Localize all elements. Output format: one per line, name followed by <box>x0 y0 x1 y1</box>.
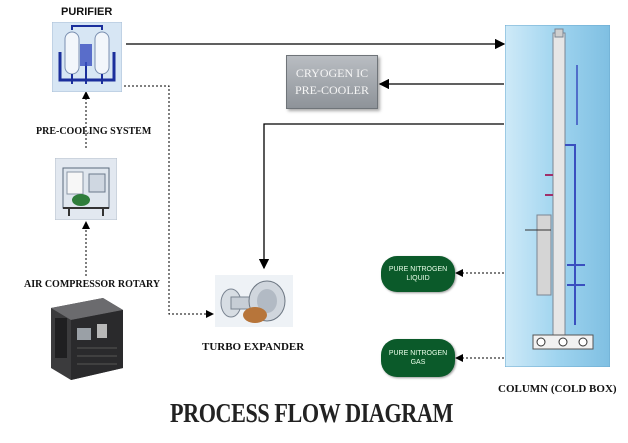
purifier-label: PURIFIER <box>61 6 113 18</box>
pure-nitrogen-gas-node: PURE NITROGEN GAS <box>381 339 455 377</box>
cryogenic-pre-cooler-box: CRYOGEN IC PRE-COOLER <box>286 55 378 109</box>
diagram-title: PROCESS FLOW DIAGRAM <box>170 398 453 428</box>
pre-cooling-icon <box>55 158 117 220</box>
turbo-expander-label: TURBO EXPANDER <box>202 341 305 353</box>
arrow-purifier-to-turbo <box>120 85 214 318</box>
pure-nitrogen-liquid-node: PURE NITROGEN LIQUID <box>381 256 455 292</box>
arrow-column-to-turbo <box>258 123 504 270</box>
air-compressor-label: AIR COMPRESSOR ROTARY <box>24 279 161 290</box>
air-compressor-icon <box>51 298 123 380</box>
cryogenic-line2: PRE-COOLER <box>294 83 369 97</box>
turbo-expander-icon <box>215 275 293 327</box>
pure-nitrogen-liquid-line2: LIQUID <box>406 275 430 282</box>
pure-nitrogen-gas-line1: PURE NITROGEN <box>388 350 448 357</box>
pure-nitrogen-liquid-line1: PURE NITROGEN <box>388 266 448 273</box>
cold-box-column-icon <box>505 25 610 367</box>
cryogenic-line1: CRYOGEN IC <box>295 66 369 80</box>
pure-nitrogen-gas-line2: GAS <box>410 359 426 366</box>
purifier-icon <box>52 22 122 92</box>
column-label: COLUMN (COLD BOX) <box>498 383 617 395</box>
pre-cooling-label: PRE-COOLING SYSTEM <box>36 126 152 137</box>
